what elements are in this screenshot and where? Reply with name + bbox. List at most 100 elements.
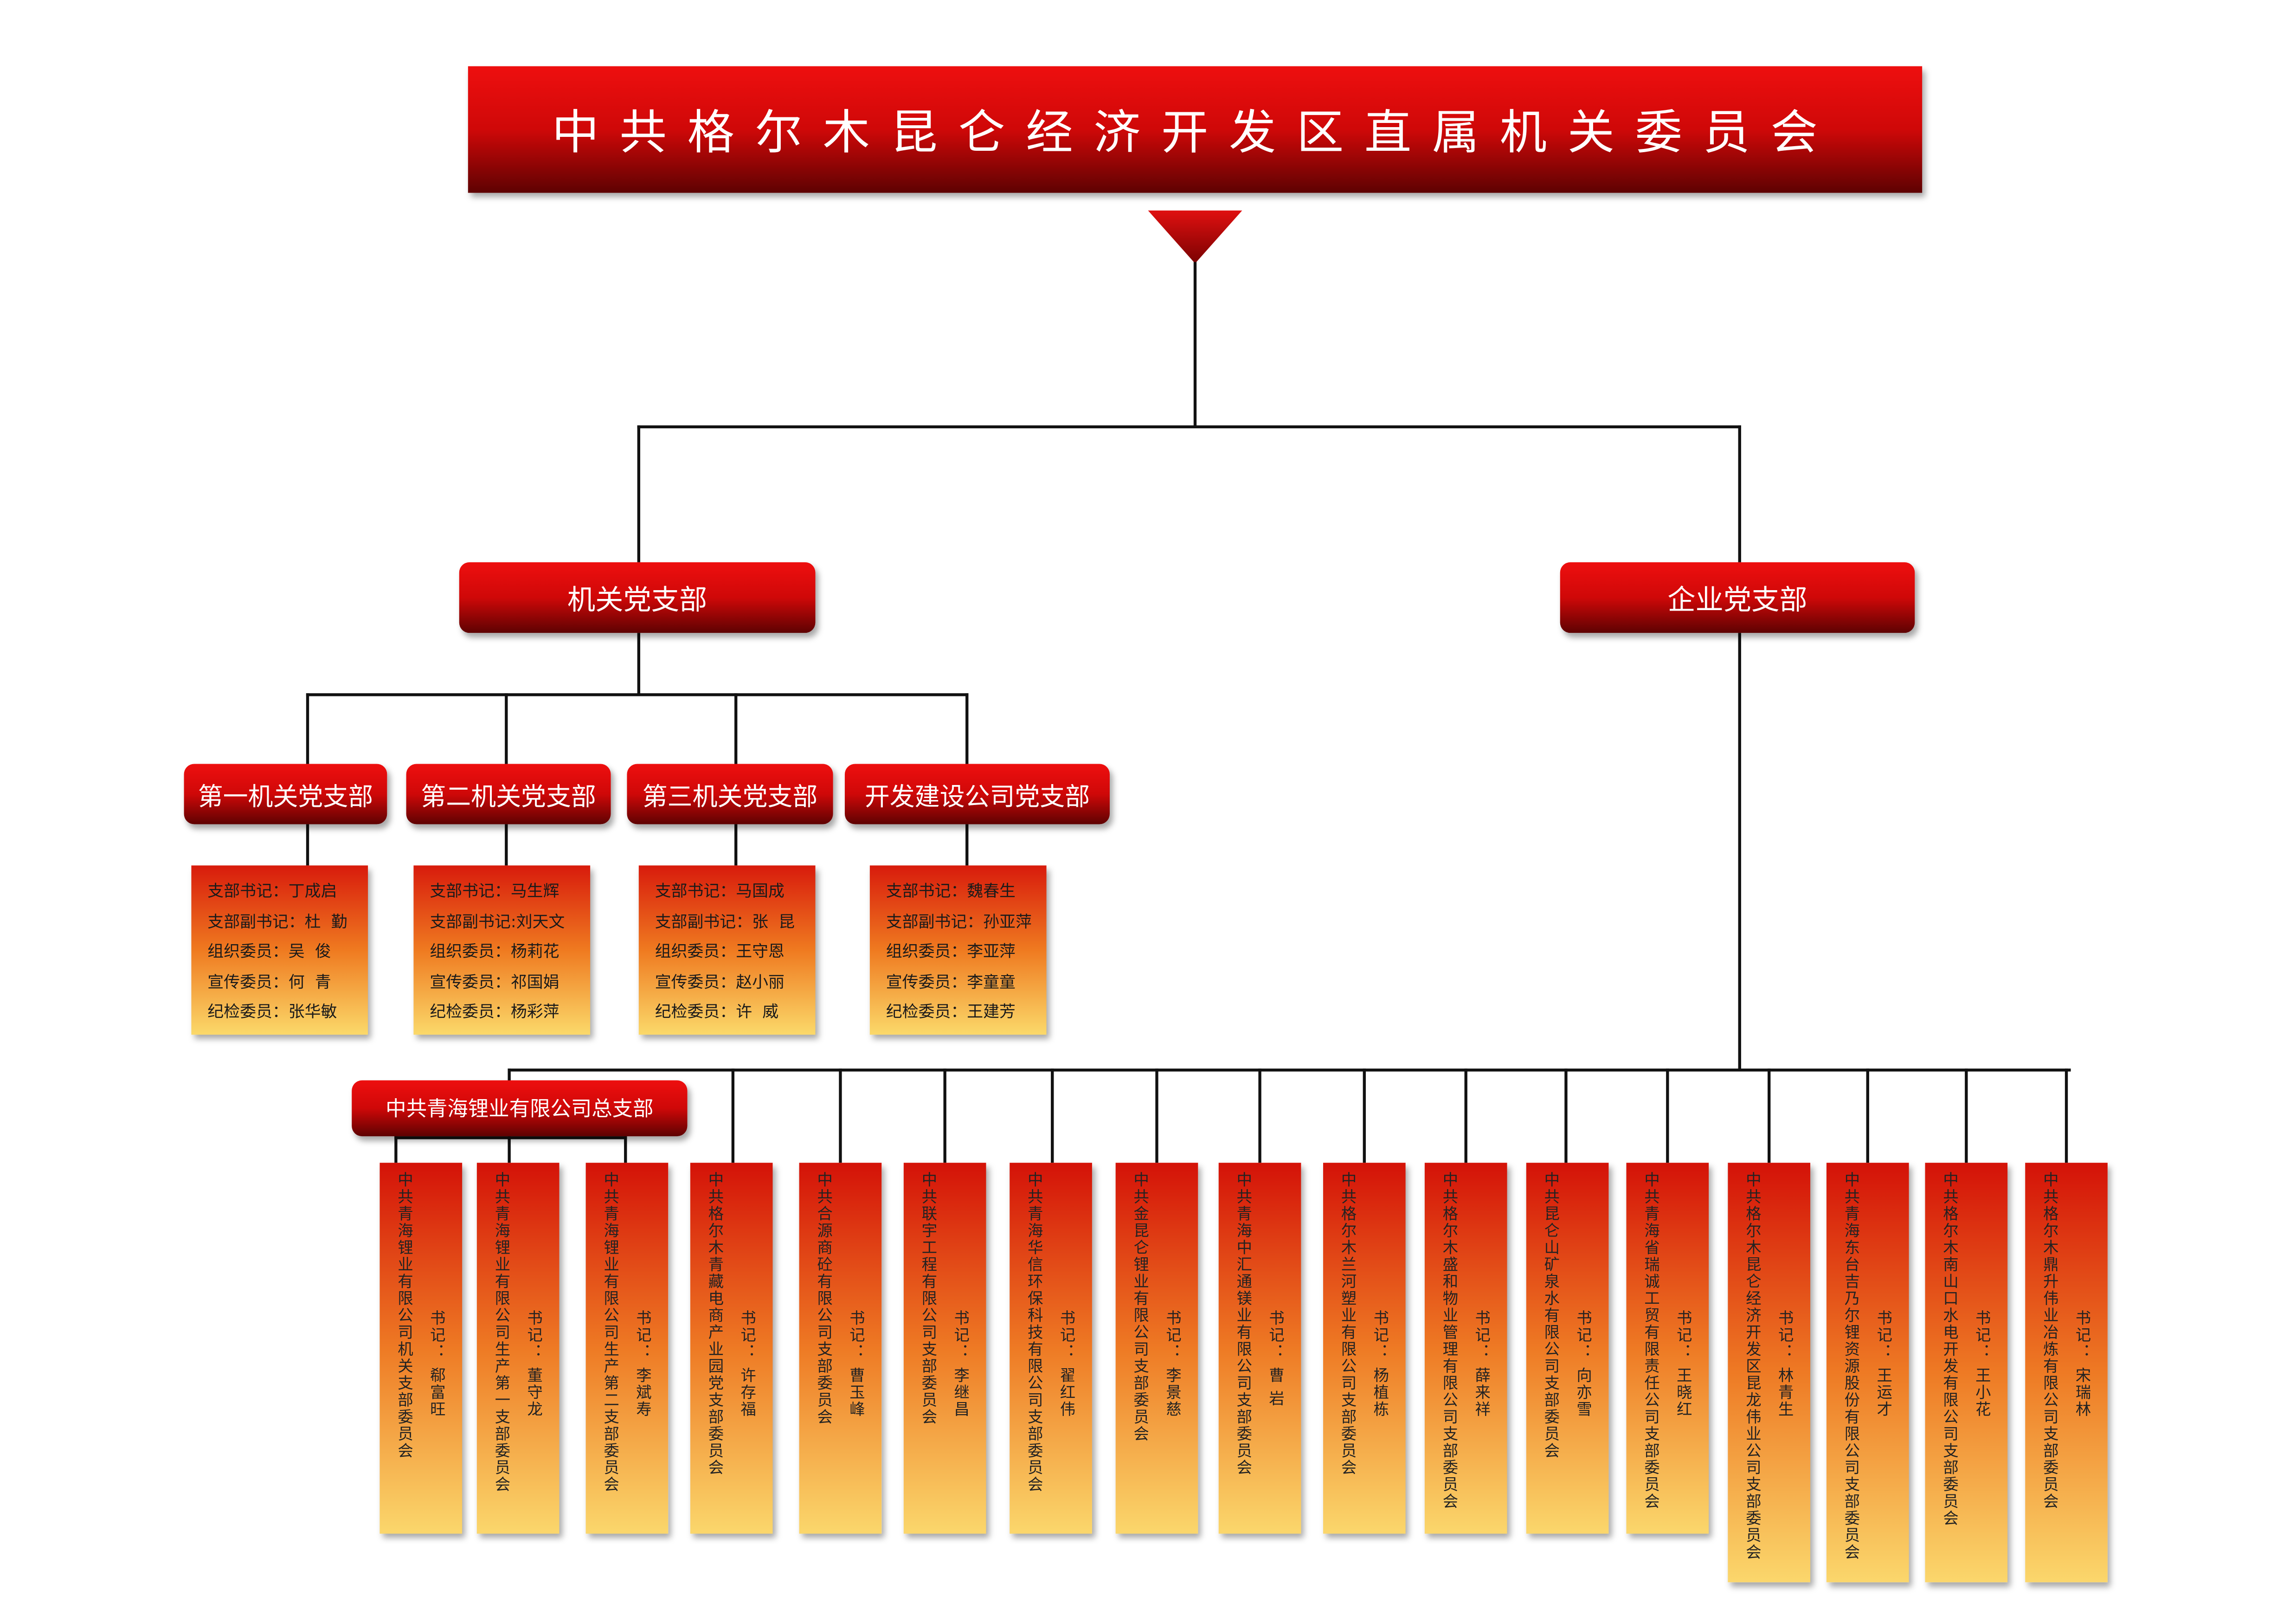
branch-secretary: 书记： 薛来祥 <box>1473 1310 1491 1418</box>
branch-secretary: 书记： 李继昌 <box>952 1310 970 1418</box>
connector-line <box>965 824 969 866</box>
connector-line <box>1965 1068 1968 1163</box>
member-card: 支部书记：马生辉支部副书记:刘天文组织委员：杨莉花宣传委员：祁国娟纪检委员：杨彩… <box>413 865 591 1035</box>
connector-line <box>734 824 738 866</box>
connector-line <box>1666 1068 1669 1163</box>
branch-column: 中共格尔木昆仑经济开发区昆龙伟业公司支部委员会书记： 林青生 <box>1728 1163 1811 1583</box>
member-line: 支部副书记：杜 勤 <box>207 912 347 931</box>
connector-line <box>505 693 508 764</box>
connector-line <box>505 824 508 866</box>
member-line: 支部副书记:刘天文 <box>430 912 565 931</box>
node-label: 中共青海锂业有限公司总支部 <box>386 1098 654 1122</box>
node-label: 开发建设公司党支部 <box>864 783 1090 813</box>
branch-column: 中共昆仑山矿泉水有限公司支部委员会书记： 向亦雪 <box>1526 1163 1609 1534</box>
member-card: 支部书记：魏春生支部副书记：孙亚萍组织委员：李亚萍宣传委员：李童童纪检委员：王建… <box>869 865 1047 1035</box>
member-line: 宣传委员：祁国娟 <box>430 972 560 991</box>
node-lithium-general-branch: 中共青海锂业有限公司总支部 <box>352 1080 688 1137</box>
member-line: 支部书记：马国成 <box>655 882 785 901</box>
connector-line <box>624 1136 627 1163</box>
branch-secretary: 书记： 许存福 <box>739 1310 757 1418</box>
branch-column: 中共青海省瑞诚工贸有限责任公司支部委员会书记： 王晓红 <box>1626 1163 1709 1534</box>
branch-column: 中共格尔木兰河塑业有限公司支部委员会书记： 杨植栋 <box>1323 1163 1406 1534</box>
branch-secretary: 书记： 郗富旺 <box>428 1310 446 1418</box>
branch-secretary: 书记： 曹 岩 <box>1267 1310 1285 1408</box>
member-line: 宣传委员：赵小丽 <box>655 972 785 991</box>
branch-name: 中共金昆仑锂业有限公司支部委员会 <box>1132 1171 1150 1442</box>
branch-column: 中共青海东台吉乃尔锂资源股份有限公司支部委员会书记： 王运才 <box>1826 1163 1909 1583</box>
branch-secretary: 书记： 翟红伟 <box>1058 1310 1076 1418</box>
branch-column: 中共格尔木鼎升伟业冶炼有限公司支部委员会书记： 宋瑞林 <box>2025 1163 2108 1583</box>
connector-line <box>508 1136 511 1163</box>
connector-line <box>2064 1068 2068 1163</box>
connector-line <box>1768 1068 1771 1163</box>
connector-line <box>1738 425 1741 562</box>
connector-line <box>1866 1068 1869 1163</box>
branch-name: 中共青海锂业有限公司生产第一支部委员会 <box>493 1171 511 1493</box>
page-title-text: 中共格尔木昆仑经济开发区直属机关委员会 <box>552 104 1839 161</box>
branch-secretary: 书记： 王运才 <box>1875 1310 1893 1418</box>
branch-name: 中共青海锂业有限公司机关支部委员会 <box>396 1171 414 1460</box>
branch-column: 中共青海锂业有限公司生产第二支部委员会书记： 李斌寿 <box>585 1163 669 1534</box>
node-first-branch: 第一机关党支部 <box>184 764 387 824</box>
node-label: 机关党支部 <box>567 583 707 616</box>
connector-line <box>1564 1068 1568 1163</box>
branch-name: 中共青海华信环保科技有限公司支部委员会 <box>1026 1171 1044 1493</box>
connector-line <box>839 1068 842 1163</box>
branch-secretary: 书记： 宋瑞林 <box>2073 1310 2091 1418</box>
node-third-branch: 第三机关党支部 <box>627 764 833 824</box>
branch-name: 中共格尔木鼎升伟业冶炼有限公司支部委员会 <box>2041 1171 2059 1510</box>
member-card: 支部书记：马国成支部副书记：张 昆组织委员：王守恩宣传委员：赵小丽纪检委员：许 … <box>638 865 816 1035</box>
branch-name: 中共格尔木盛和物业管理有限公司支部委员会 <box>1441 1171 1459 1510</box>
member-line: 组织委员：吴 俊 <box>207 942 331 961</box>
branch-secretary: 书记： 向亦雪 <box>1575 1310 1593 1418</box>
connector-line <box>1738 633 1741 1070</box>
branch-name: 中共合源商砼有限公司支部委员会 <box>815 1171 833 1426</box>
branch-secretary: 书记： 李斌寿 <box>634 1310 652 1418</box>
node-jiguan-branch: 机关党支部 <box>459 562 816 633</box>
node-label: 第二机关党支部 <box>421 783 596 813</box>
connector-line <box>637 633 640 695</box>
node-enterprise-branch: 企业党支部 <box>1560 562 1915 633</box>
node-second-branch: 第二机关党支部 <box>406 764 611 824</box>
branch-name: 中共联宇工程有限公司支部委员会 <box>920 1171 938 1426</box>
connector-line <box>306 693 969 696</box>
branch-column: 中共青海华信环保科技有限公司支部委员会书记： 翟红伟 <box>1010 1163 1092 1534</box>
connector-line <box>306 693 309 764</box>
branch-name: 中共格尔木南山口水电开发有限公司支部委员会 <box>1941 1171 1959 1527</box>
connector-line <box>965 693 969 764</box>
member-line: 宣传委员：何 青 <box>207 972 331 991</box>
branch-column: 中共青海锂业有限公司机关支部委员会书记： 郗富旺 <box>379 1163 463 1534</box>
branch-secretary: 书记： 曹玉峰 <box>848 1310 866 1418</box>
member-line: 组织委员：杨莉花 <box>430 942 560 961</box>
member-line: 支部书记：马生辉 <box>430 882 560 901</box>
page-title: 中共格尔木昆仑经济开发区直属机关委员会 <box>468 66 1923 193</box>
connector-line <box>1193 262 1197 427</box>
connector-line <box>731 1068 735 1163</box>
branch-secretary: 书记： 李景慈 <box>1164 1310 1182 1418</box>
node-devco-branch: 开发建设公司党支部 <box>844 764 1110 824</box>
connector-line <box>1258 1068 1261 1163</box>
node-label: 第一机关党支部 <box>198 783 373 813</box>
connector-line <box>394 1136 398 1163</box>
branch-column: 中共青海锂业有限公司生产第一支部委员会书记： 董守龙 <box>476 1163 560 1534</box>
member-line: 支部书记：魏春生 <box>886 882 1016 901</box>
branch-name: 中共格尔木兰河塑业有限公司支部委员会 <box>1339 1171 1357 1476</box>
branch-column: 中共格尔木青藏电商产业园党支部委员会书记： 许存福 <box>690 1163 773 1534</box>
connector-line <box>394 1136 627 1139</box>
connector-line <box>508 1068 2071 1072</box>
branch-name: 中共青海锂业有限公司生产第二支部委员会 <box>602 1171 620 1493</box>
branch-column: 中共合源商砼有限公司支部委员会书记： 曹玉峰 <box>799 1163 882 1534</box>
branch-column: 中共格尔木盛和物业管理有限公司支部委员会书记： 薛来祥 <box>1424 1163 1507 1534</box>
member-line: 宣传委员：李童童 <box>886 972 1016 991</box>
connector-line <box>637 425 640 562</box>
branch-name: 中共青海中汇通镁业有限公司支部委员会 <box>1235 1171 1253 1476</box>
member-line: 纪检委员：杨彩萍 <box>430 1002 560 1022</box>
branch-name: 中共青海省瑞诚工贸有限责任公司支部委员会 <box>1642 1171 1660 1510</box>
member-line: 纪检委员：许 威 <box>655 1002 779 1022</box>
connector-line <box>943 1068 946 1163</box>
branch-name: 中共昆仑山矿泉水有限公司支部委员会 <box>1542 1171 1560 1460</box>
branch-name: 中共青海东台吉乃尔锂资源股份有限公司支部委员会 <box>1842 1171 1860 1561</box>
branch-column: 中共格尔木南山口水电开发有限公司支部委员会书记： 王小花 <box>1925 1163 2008 1583</box>
connector-line <box>637 425 1741 429</box>
